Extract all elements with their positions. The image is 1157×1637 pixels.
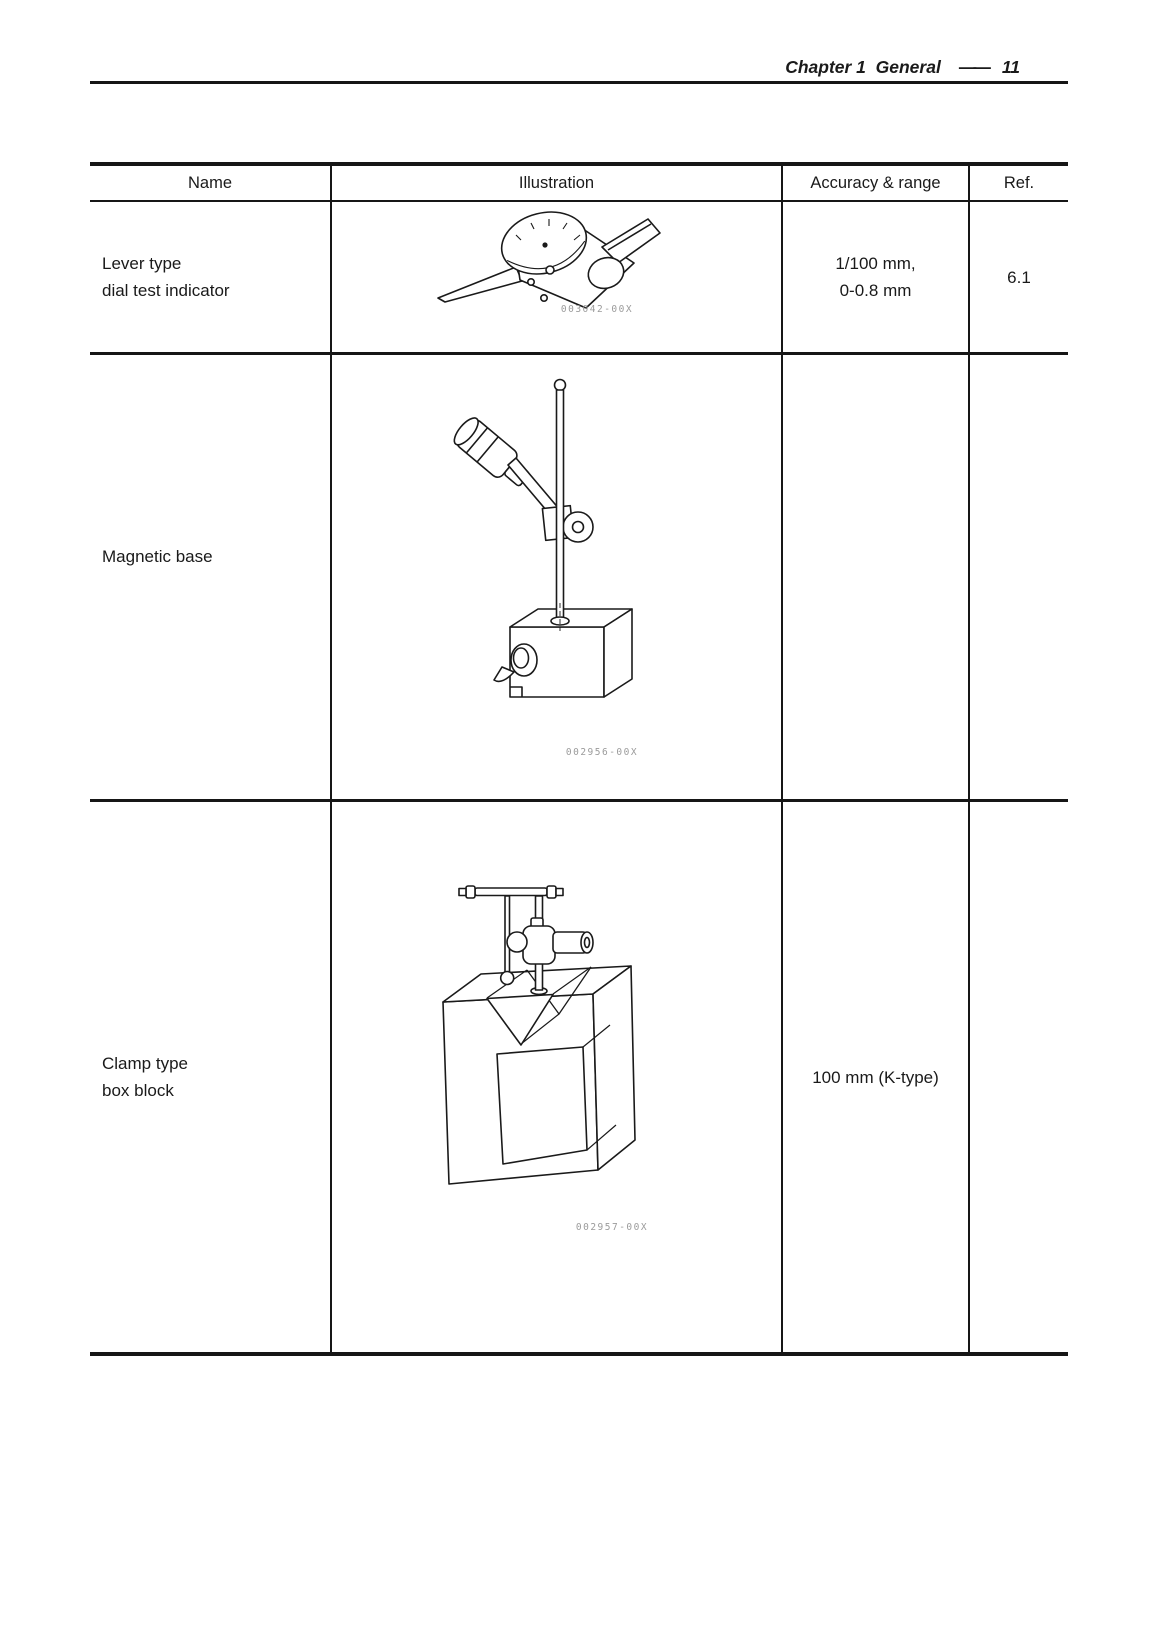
cell-name-dial-test-indicator: Lever type dial test indicator [90,202,332,355]
tool-name-line: dial test indicator [102,281,230,300]
accuracy-line: 1/100 mm, [835,254,916,273]
cell-name-box-block: Clamp type box block [90,802,332,1352]
tools-table: Name Illustration Accuracy & range Ref. … [90,162,1068,1356]
cell-accuracy-box-block: 100 mm (K-type) [783,802,970,1352]
cell-illustration-dial-test-indicator: 003042-00X [332,202,783,355]
cell-illustration-box-block: 002957-00X [332,802,783,1352]
cell-name-magnetic-base: Magnetic base [90,355,332,802]
magnetic-base-illustration [453,378,633,698]
cell-accuracy-magnetic-base [783,355,970,802]
dial-test-indicator-illustration [437,211,661,309]
cell-illustration-magnetic-base: 002956-00X [332,355,783,802]
cell-ref-box-block [970,802,1068,1352]
header-rule [90,81,1068,84]
column-header-name: Name [90,166,332,202]
column-header-ref: Ref. [970,166,1068,202]
tool-name-line: Lever type [102,254,182,273]
ref-value: 6.1 [1007,267,1031,287]
column-header-illustration: Illustration [332,166,783,202]
header-dash: —— [958,57,991,77]
page-header: Chapter 1 General —— 11 [785,57,1020,78]
page-number: 11 [1001,57,1020,77]
chapter-title: Chapter 1 General [785,57,941,77]
illustration-code: 003042-00X [560,304,634,315]
tool-name-line: Clamp type [102,1054,188,1073]
illustration-code: 002957-00X [575,1222,649,1233]
cell-ref-magnetic-base [970,355,1068,802]
accuracy-line: 100 mm (K-type) [812,1067,939,1087]
tool-name-line: box block [102,1081,174,1100]
illustration-code: 002956-00X [565,747,639,758]
accuracy-line: 0-0.8 mm [839,281,912,300]
tool-name-line: Magnetic base [102,546,213,566]
cell-ref-dial-test-indicator: 6.1 [970,202,1068,355]
column-header-accuracy-range: Accuracy & range [783,166,970,202]
cell-accuracy-dial-test-indicator: 1/100 mm, 0-0.8 mm [783,202,970,355]
clamp-type-box-block-illustration [442,885,636,1185]
